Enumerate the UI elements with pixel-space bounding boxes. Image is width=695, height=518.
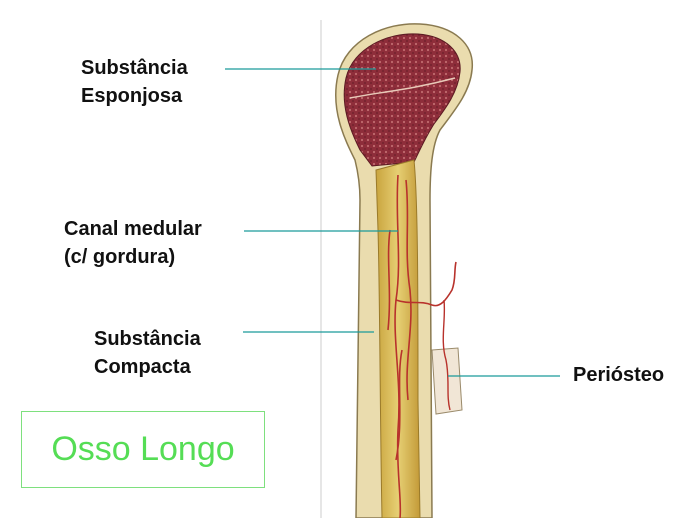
label-line-1: Substância [94,328,201,350]
label-substancia-esponjosa: Substância Esponjosa [81,54,188,110]
spongy-substance-head [343,33,461,167]
title-text: Osso Longo [51,430,235,468]
label-substancia-compacta: Substância Compacta [94,325,201,381]
label-canal-medular: Canal medular (c/ gordura) [64,215,202,271]
title-box: Osso Longo [21,411,265,488]
label-line-1: Substância [81,57,188,79]
label-line-2: Compacta [94,356,191,378]
label-line-2: (c/ gordura) [64,246,176,268]
medullary-canal [375,159,421,518]
epiphyseal-line [349,77,456,99]
label-line-1: Canal medular [64,218,202,240]
blood-vessels [387,174,457,518]
leader-lines [225,68,560,377]
periosteum-vessel [442,299,451,411]
label-line-2: Esponjosa [81,85,183,107]
periosteum-flap [431,347,463,415]
label-text: Periósteo [573,364,665,386]
label-periosteo: Periósteo [573,361,664,389]
